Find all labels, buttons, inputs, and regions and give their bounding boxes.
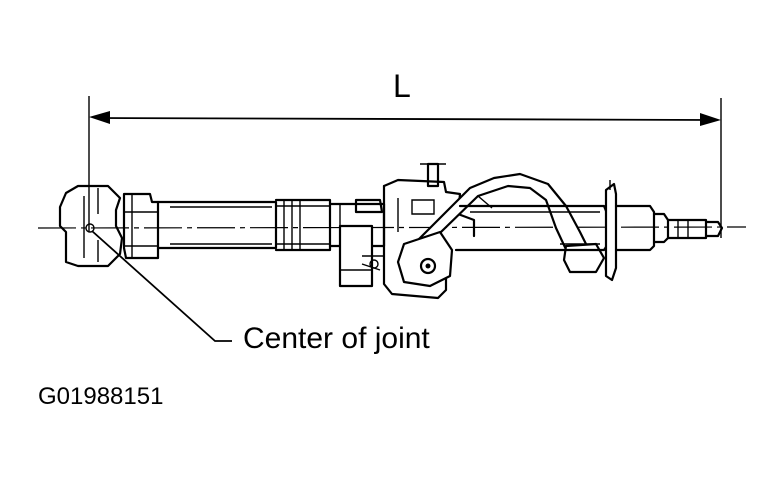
tilt-lever: [396, 172, 606, 288]
center-of-joint-label: Center of joint: [243, 322, 430, 355]
mounting-bracket: [338, 162, 476, 300]
left-arrowhead-icon: [89, 111, 110, 124]
dimension-label: L: [393, 68, 411, 104]
right-arrowhead-icon: [700, 113, 721, 126]
joint-center-point: [85, 223, 95, 233]
callout-leader-line: [91, 230, 232, 342]
shaft-collar: [122, 192, 160, 260]
dimension-line: [95, 117, 715, 121]
figure-code: G01988151: [38, 383, 164, 410]
column-flange: [604, 180, 618, 282]
lever-knob: [562, 242, 606, 274]
steering-shaft-end: [614, 204, 724, 252]
center-axis-line: [37, 226, 747, 229]
joint-yoke: [58, 184, 124, 268]
dimension-line-l: [88, 96, 722, 238]
upper-column-tube: [454, 204, 610, 252]
